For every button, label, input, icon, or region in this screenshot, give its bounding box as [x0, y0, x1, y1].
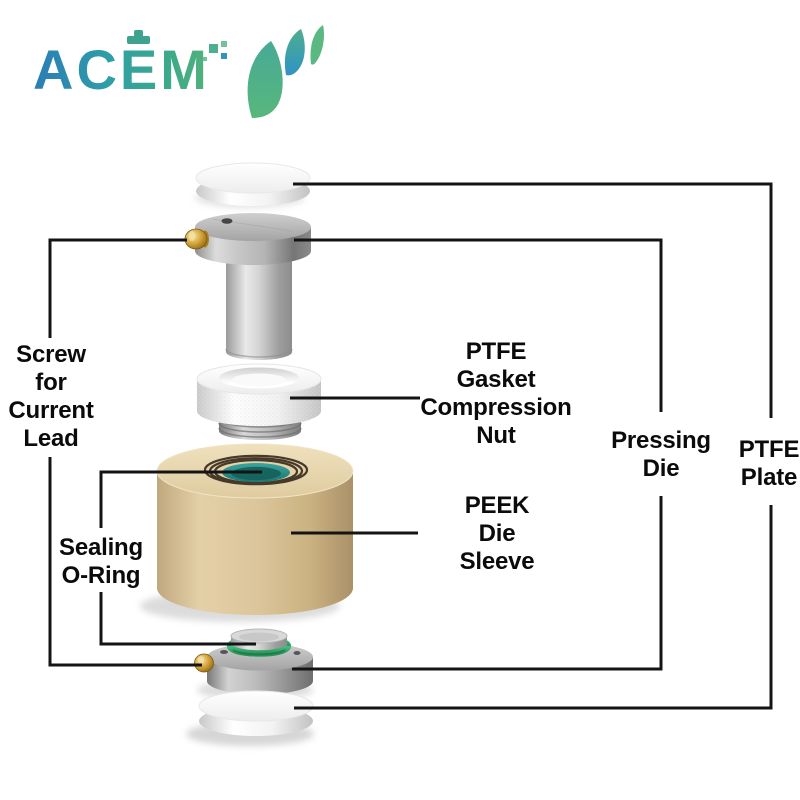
leader-lines: [48, 182, 773, 710]
label-sealing-o-ring: Sealing O-Ring: [59, 534, 143, 589]
part-ptfe-plate-bottom: [186, 690, 314, 746]
leaf-icon: [247, 25, 325, 118]
leader-line-ptfe-plate: [293, 182, 773, 710]
part-ptfe-gasket-compression-nut: [196, 363, 322, 440]
current-lead-screw-bottom: [194, 653, 214, 673]
label-screw-for-current-lead: Screw for Current Lead: [8, 341, 94, 452]
current-lead-screw-top: [184, 228, 209, 250]
leader-line-pressing-die: [292, 238, 663, 671]
part-pressing-die-top: [184, 213, 311, 360]
part-pressing-die-bottom: [194, 628, 313, 700]
label-pressing-die: Pressing Die: [611, 427, 711, 482]
part-peek-die-sleeve: [140, 443, 354, 622]
brand-logo: ACEM: [33, 25, 325, 118]
sealing-o-ring-front: [226, 644, 292, 657]
leader-line-screw-current-lead: [48, 238, 202, 667]
battery-cap-icon: [127, 30, 150, 44]
leader-line-sealing-o-ring: [99, 470, 262, 646]
part-ptfe-plate-top: [195, 162, 311, 208]
sleeve-threaded-hole: [203, 454, 309, 486]
label-peek-die-sleeve: PEEK Die Sleeve: [459, 492, 535, 575]
pixel-dots-icon: [203, 41, 227, 61]
label-ptfe-gasket-compression-nut: PTFE Gasket Compression Nut: [420, 338, 572, 449]
label-ptfe-plate: PTFE Plate: [738, 436, 800, 491]
top-die-hole: [221, 218, 233, 224]
brand-wordmark: ACEM: [33, 38, 210, 101]
